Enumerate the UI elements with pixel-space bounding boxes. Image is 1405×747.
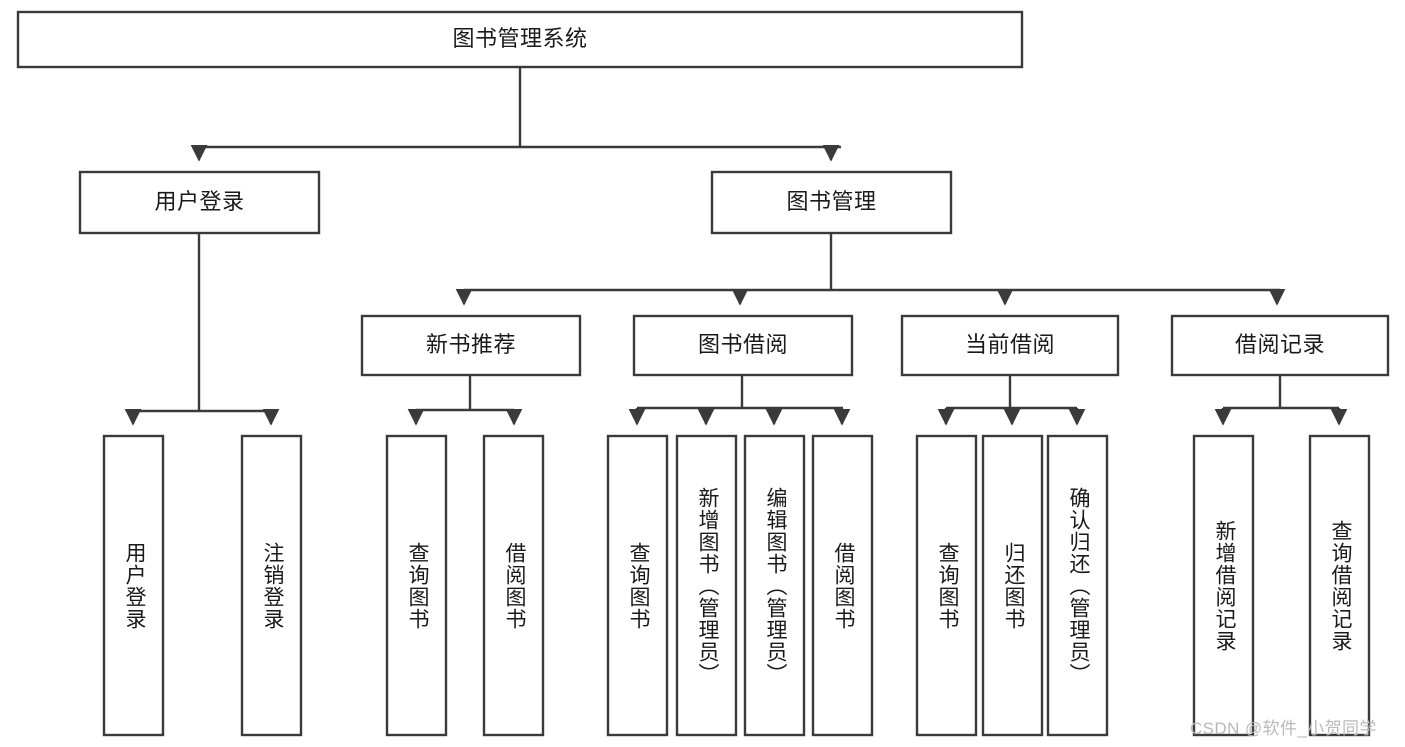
node-box-leaf-add-book[interactable]	[675, 434, 738, 737]
node-box-leaf-return-book[interactable]	[981, 434, 1044, 737]
watermark-text: CSDN @软件_小贺同学	[1190, 719, 1377, 738]
node-box-root[interactable]	[16, 10, 1024, 69]
connector-current-borrow-to-leaves	[937, 375, 1086, 426]
node-box-leaf-confirm-return[interactable]	[1046, 434, 1109, 737]
node-box-book-borrow[interactable]	[632, 314, 854, 377]
connector-user-login-to-leaves	[124, 233, 280, 426]
node-box-book-manage[interactable]	[710, 170, 953, 235]
node-box-current-borrow[interactable]	[900, 314, 1120, 377]
node-box-leaf-logout[interactable]	[240, 434, 303, 737]
connector-borrow-record-to-leaves	[1214, 375, 1348, 426]
node-box-leaf-query-record[interactable]	[1308, 434, 1371, 737]
node-box-leaf-user-login[interactable]	[102, 434, 165, 737]
node-box-borrow-record[interactable]	[1170, 314, 1390, 377]
connector-book-borrow-to-leaves	[628, 375, 851, 426]
node-box-leaf-borrow-book-1[interactable]	[482, 434, 545, 737]
node-box-leaf-add-record[interactable]	[1192, 434, 1255, 737]
connector-book-manage-to-level3	[455, 233, 1286, 306]
node-box-user-login[interactable]	[78, 170, 321, 235]
node-box-leaf-edit-book[interactable]	[743, 434, 806, 737]
node-box-leaf-query-book-1[interactable]	[385, 434, 448, 737]
connector-new-book-recommend-to-leaves	[407, 375, 523, 426]
node-box-new-book-recommend[interactable]	[360, 314, 582, 377]
connector-root-to-level2	[190, 67, 841, 162]
node-box-leaf-query-book-3[interactable]	[915, 434, 978, 737]
node-box-leaf-borrow-book-2[interactable]	[811, 434, 874, 737]
node-box-leaf-query-book-2[interactable]	[606, 434, 669, 737]
